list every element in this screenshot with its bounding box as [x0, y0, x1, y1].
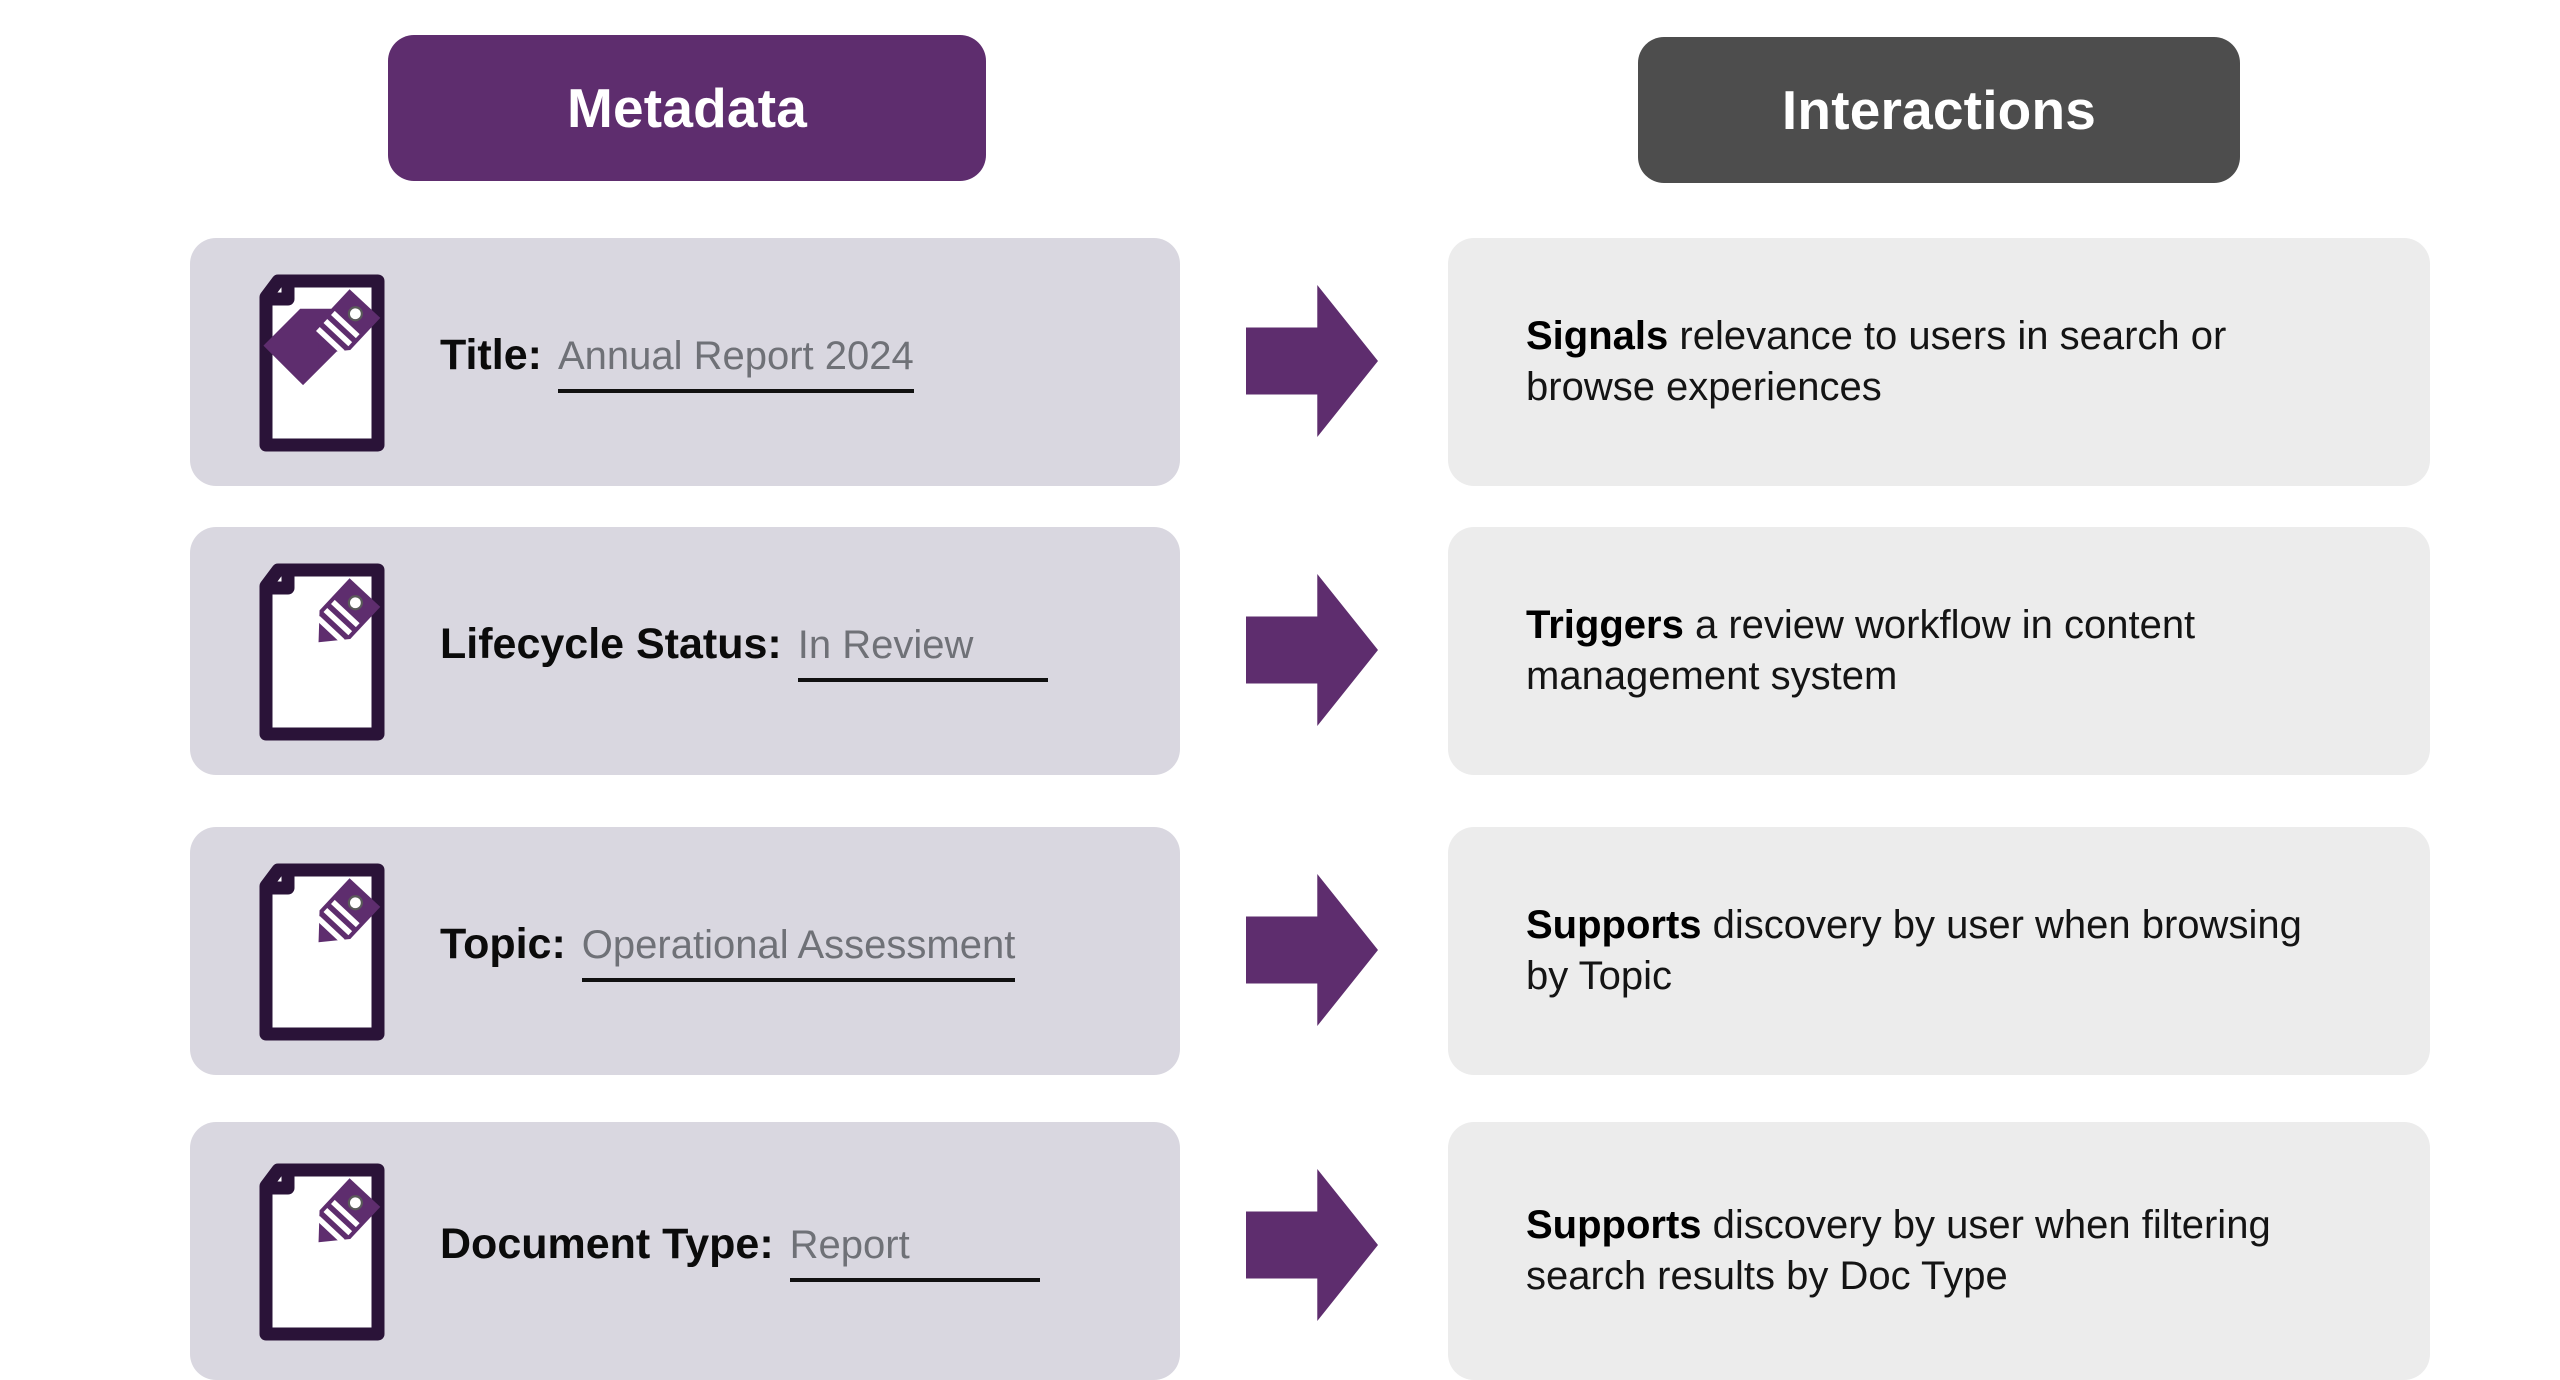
interaction-text: Triggers a review workflow in content ma…	[1448, 600, 2430, 702]
metadata-card[interactable]: Topic: Operational Assessment	[190, 827, 1180, 1075]
document-tag-icon	[252, 556, 412, 746]
interaction-lead-word: Supports	[1526, 1202, 1702, 1247]
interaction-text: Supports discovery by user when filterin…	[1448, 1200, 2430, 1302]
column-header-metadata-label: Metadata	[567, 77, 807, 139]
interaction-rest-text: a review workflow in content management …	[1526, 602, 2196, 698]
interaction-rest-text: discovery by user when browsing by Topic	[1526, 902, 2302, 998]
metadata-value: In Review	[797, 623, 974, 667]
metadata-value-field[interactable]: Operational Assessment	[581, 923, 1016, 982]
metadata-card[interactable]: Title: Annual Report 2024	[190, 238, 1180, 486]
metadata-field: Topic: Operational Assessment	[440, 920, 1016, 982]
interaction-lead-word: Supports	[1526, 902, 1702, 947]
metadata-label: Title:	[440, 331, 542, 379]
document-tag-icon	[252, 1156, 412, 1346]
metadata-value: Report	[789, 1223, 910, 1267]
arrow-right-icon	[1246, 874, 1378, 1026]
metadata-card[interactable]: Document Type: Report	[190, 1122, 1180, 1380]
metadata-value-field[interactable]: Report	[789, 1223, 1040, 1282]
metadata-label: Document Type:	[440, 1220, 774, 1268]
metadata-label: Topic:	[440, 920, 566, 968]
interaction-rest-text: relevance to users in search or browse e…	[1526, 313, 2227, 409]
interaction-text: Signals relevance to users in search or …	[1448, 311, 2430, 413]
document-tag-icon	[252, 856, 412, 1046]
column-header-metadata: Metadata	[388, 35, 986, 181]
interaction-rest-text: discovery by user when filtering search …	[1526, 1202, 2271, 1298]
interaction-lead-word: Signals	[1526, 313, 1669, 358]
interaction-card[interactable]: Supports discovery by user when filterin…	[1448, 1122, 2430, 1380]
metadata-value: Annual Report 2024	[557, 334, 914, 378]
metadata-value-field[interactable]: Annual Report 2024	[557, 334, 914, 393]
interaction-lead-word: Triggers	[1526, 602, 1684, 647]
column-header-interactions: Interactions	[1638, 37, 2240, 183]
metadata-field: Title: Annual Report 2024	[440, 331, 914, 393]
metadata-value-field[interactable]: In Review	[797, 623, 1048, 682]
arrow-right-icon	[1246, 285, 1378, 437]
metadata-value: Operational Assessment	[581, 923, 1016, 967]
metadata-label: Lifecycle Status:	[440, 620, 782, 668]
arrow-right-icon	[1246, 1169, 1378, 1321]
arrow-right-icon	[1246, 574, 1378, 726]
metadata-card[interactable]: Lifecycle Status: In Review	[190, 527, 1180, 775]
interaction-text: Supports discovery by user when browsing…	[1448, 900, 2430, 1002]
interaction-card[interactable]: Signals relevance to users in search or …	[1448, 238, 2430, 486]
interaction-card[interactable]: Triggers a review workflow in content ma…	[1448, 527, 2430, 775]
interaction-card[interactable]: Supports discovery by user when browsing…	[1448, 827, 2430, 1075]
document-tag-icon	[252, 267, 412, 457]
column-header-interactions-label: Interactions	[1781, 79, 2097, 141]
metadata-field: Document Type: Report	[440, 1220, 1040, 1282]
metadata-field: Lifecycle Status: In Review	[440, 620, 1048, 682]
